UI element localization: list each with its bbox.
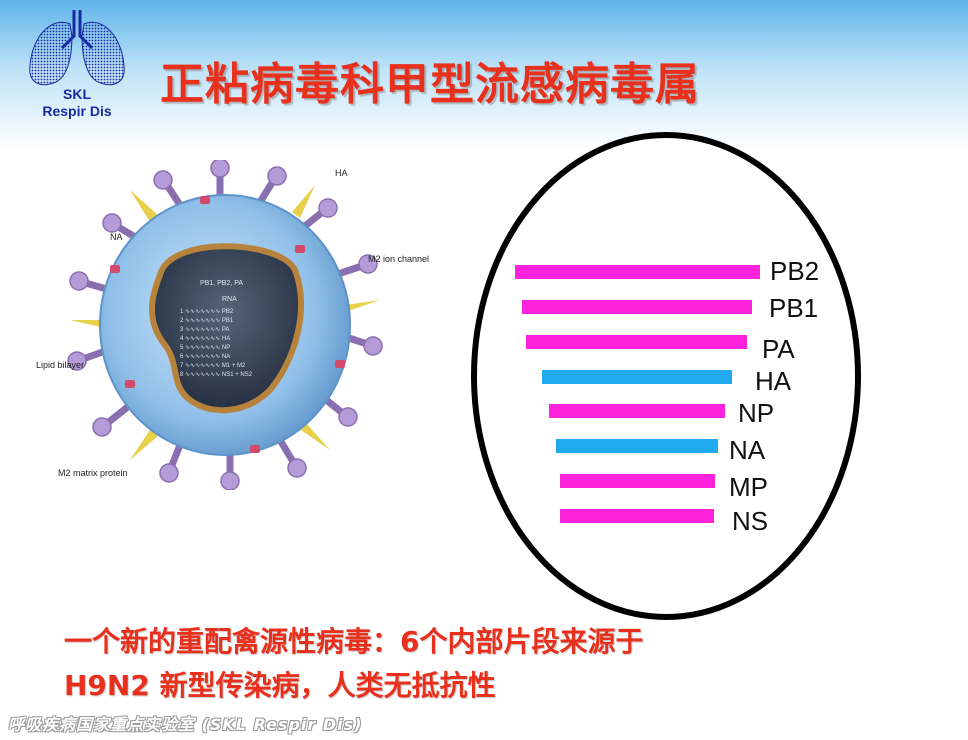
rna-segment-row: 7 ∿∿∿∿∿∿∿ M1 + M2 bbox=[180, 362, 290, 371]
rna-segment-number: 2 bbox=[180, 318, 186, 324]
rna-wave-icon: ∿∿∿∿∿∿∿ bbox=[185, 345, 222, 351]
segment-bar-ha bbox=[542, 370, 732, 384]
caption-line-2: H9N2 新型传染病，人类无抵抗性 bbox=[64, 669, 496, 702]
caption: 一个新的重配禽源性病毒：6个内部片段来源于 H9N2 新型传染病，人类无抵抗性 bbox=[64, 620, 944, 708]
lab-logo: SKL Respir Dis bbox=[22, 6, 132, 124]
segment-label-pa: PA bbox=[762, 334, 795, 364]
label-m2-ion-channel: M2 ion channel bbox=[368, 254, 430, 264]
segment-label-mp: MP bbox=[729, 472, 768, 502]
rna-segment-row: 2 ∿∿∿∿∿∿∿ PB1 bbox=[180, 317, 290, 326]
rna-segment-name: NS1 + NS2 bbox=[221, 372, 253, 378]
logo-text-respir-dis: Respir Dis bbox=[42, 103, 112, 119]
virion-illustration bbox=[67, 158, 383, 491]
label-lipid-bilayer: Lipid bilayer bbox=[36, 360, 85, 370]
rna-segment-number: 5 bbox=[180, 345, 186, 351]
rna-segment-number: 7 bbox=[180, 363, 186, 369]
influenza-virion-diagram: HA NA M2 ion channel Lipid bilayer M2 ma… bbox=[30, 158, 450, 491]
rna-segment-number: 8 bbox=[180, 372, 186, 378]
segment-bar-na bbox=[556, 439, 718, 453]
label-m2-matrix-protein: M2 matrix protein bbox=[58, 468, 128, 478]
rna-wave-icon: ∿∿∿∿∿∿∿ bbox=[185, 318, 222, 324]
rna-segment-number: 1 bbox=[180, 309, 186, 315]
segment-bar-pb1 bbox=[522, 300, 752, 314]
rna-segment-name: PB1 bbox=[221, 318, 234, 324]
label-rna: RNA bbox=[222, 296, 237, 303]
segment-bar-mp bbox=[560, 474, 715, 488]
caption-line-1: 一个新的重配禽源性病毒：6个内部片段来源于 bbox=[64, 625, 644, 658]
segment-label-na: NA bbox=[729, 435, 766, 465]
segment-label-ha: HA bbox=[755, 366, 792, 396]
rna-segment-number: 4 bbox=[180, 336, 186, 342]
rna-segment-row: 4 ∿∿∿∿∿∿∿ HA bbox=[180, 335, 290, 344]
rna-segment-name: PB2 bbox=[221, 309, 234, 315]
rna-segment-row: 1 ∿∿∿∿∿∿∿ PB2 bbox=[180, 308, 290, 317]
page-title: 正粘病毒科甲型流感病毒属 bbox=[160, 59, 700, 110]
footer-lab-name: 呼吸疾病国家重点实验室 (SKL Respir Dis) bbox=[8, 715, 363, 734]
segment-label-pb2: PB2 bbox=[770, 256, 820, 286]
segment-label-pb1: PB1 bbox=[769, 293, 819, 323]
rna-segment-row: 8 ∿∿∿∿∿∿∿ NS1 + NS2 bbox=[180, 371, 290, 380]
rna-segment-name: PA bbox=[221, 327, 230, 333]
rna-wave-icon: ∿∿∿∿∿∿∿ bbox=[185, 363, 222, 369]
segment-ellipse bbox=[471, 132, 861, 620]
lungs-icon bbox=[29, 10, 125, 86]
rna-segment-number: 6 bbox=[180, 354, 186, 360]
segment-label-np: NP bbox=[738, 398, 775, 428]
segment-bar-pb2 bbox=[515, 265, 760, 279]
rna-segment-name: M1 + M2 bbox=[221, 363, 246, 369]
rna-segment-name: HA bbox=[221, 336, 231, 342]
rna-wave-icon: ∿∿∿∿∿∿∿ bbox=[185, 327, 222, 333]
rna-segment-name: NP bbox=[221, 345, 231, 351]
rna-wave-icon: ∿∿∿∿∿∿∿ bbox=[185, 372, 222, 378]
rna-segment-number: 3 bbox=[180, 327, 186, 333]
rna-segment-row: 6 ∿∿∿∿∿∿∿ NA bbox=[180, 353, 290, 362]
segment-label-ns: NS bbox=[732, 506, 769, 536]
label-ha: HA bbox=[335, 168, 348, 178]
rna-segment-row: 5 ∿∿∿∿∿∿∿ NP bbox=[180, 344, 290, 353]
rna-wave-icon: ∿∿∿∿∿∿∿ bbox=[185, 309, 222, 315]
logo-text-skl: SKL bbox=[63, 86, 91, 102]
label-na: NA bbox=[110, 232, 123, 242]
label-polymerase: PB1, PB2, PA bbox=[200, 280, 244, 287]
rna-segment-row: 3 ∿∿∿∿∿∿∿ PA bbox=[180, 326, 290, 335]
rna-segment-name: NA bbox=[221, 354, 231, 360]
segment-bar-ns bbox=[560, 509, 714, 523]
segment-bar-np bbox=[549, 404, 725, 418]
rna-wave-icon: ∿∿∿∿∿∿∿ bbox=[185, 336, 222, 342]
segment-bar-pa bbox=[526, 335, 747, 349]
rna-wave-icon: ∿∿∿∿∿∿∿ bbox=[185, 354, 222, 360]
